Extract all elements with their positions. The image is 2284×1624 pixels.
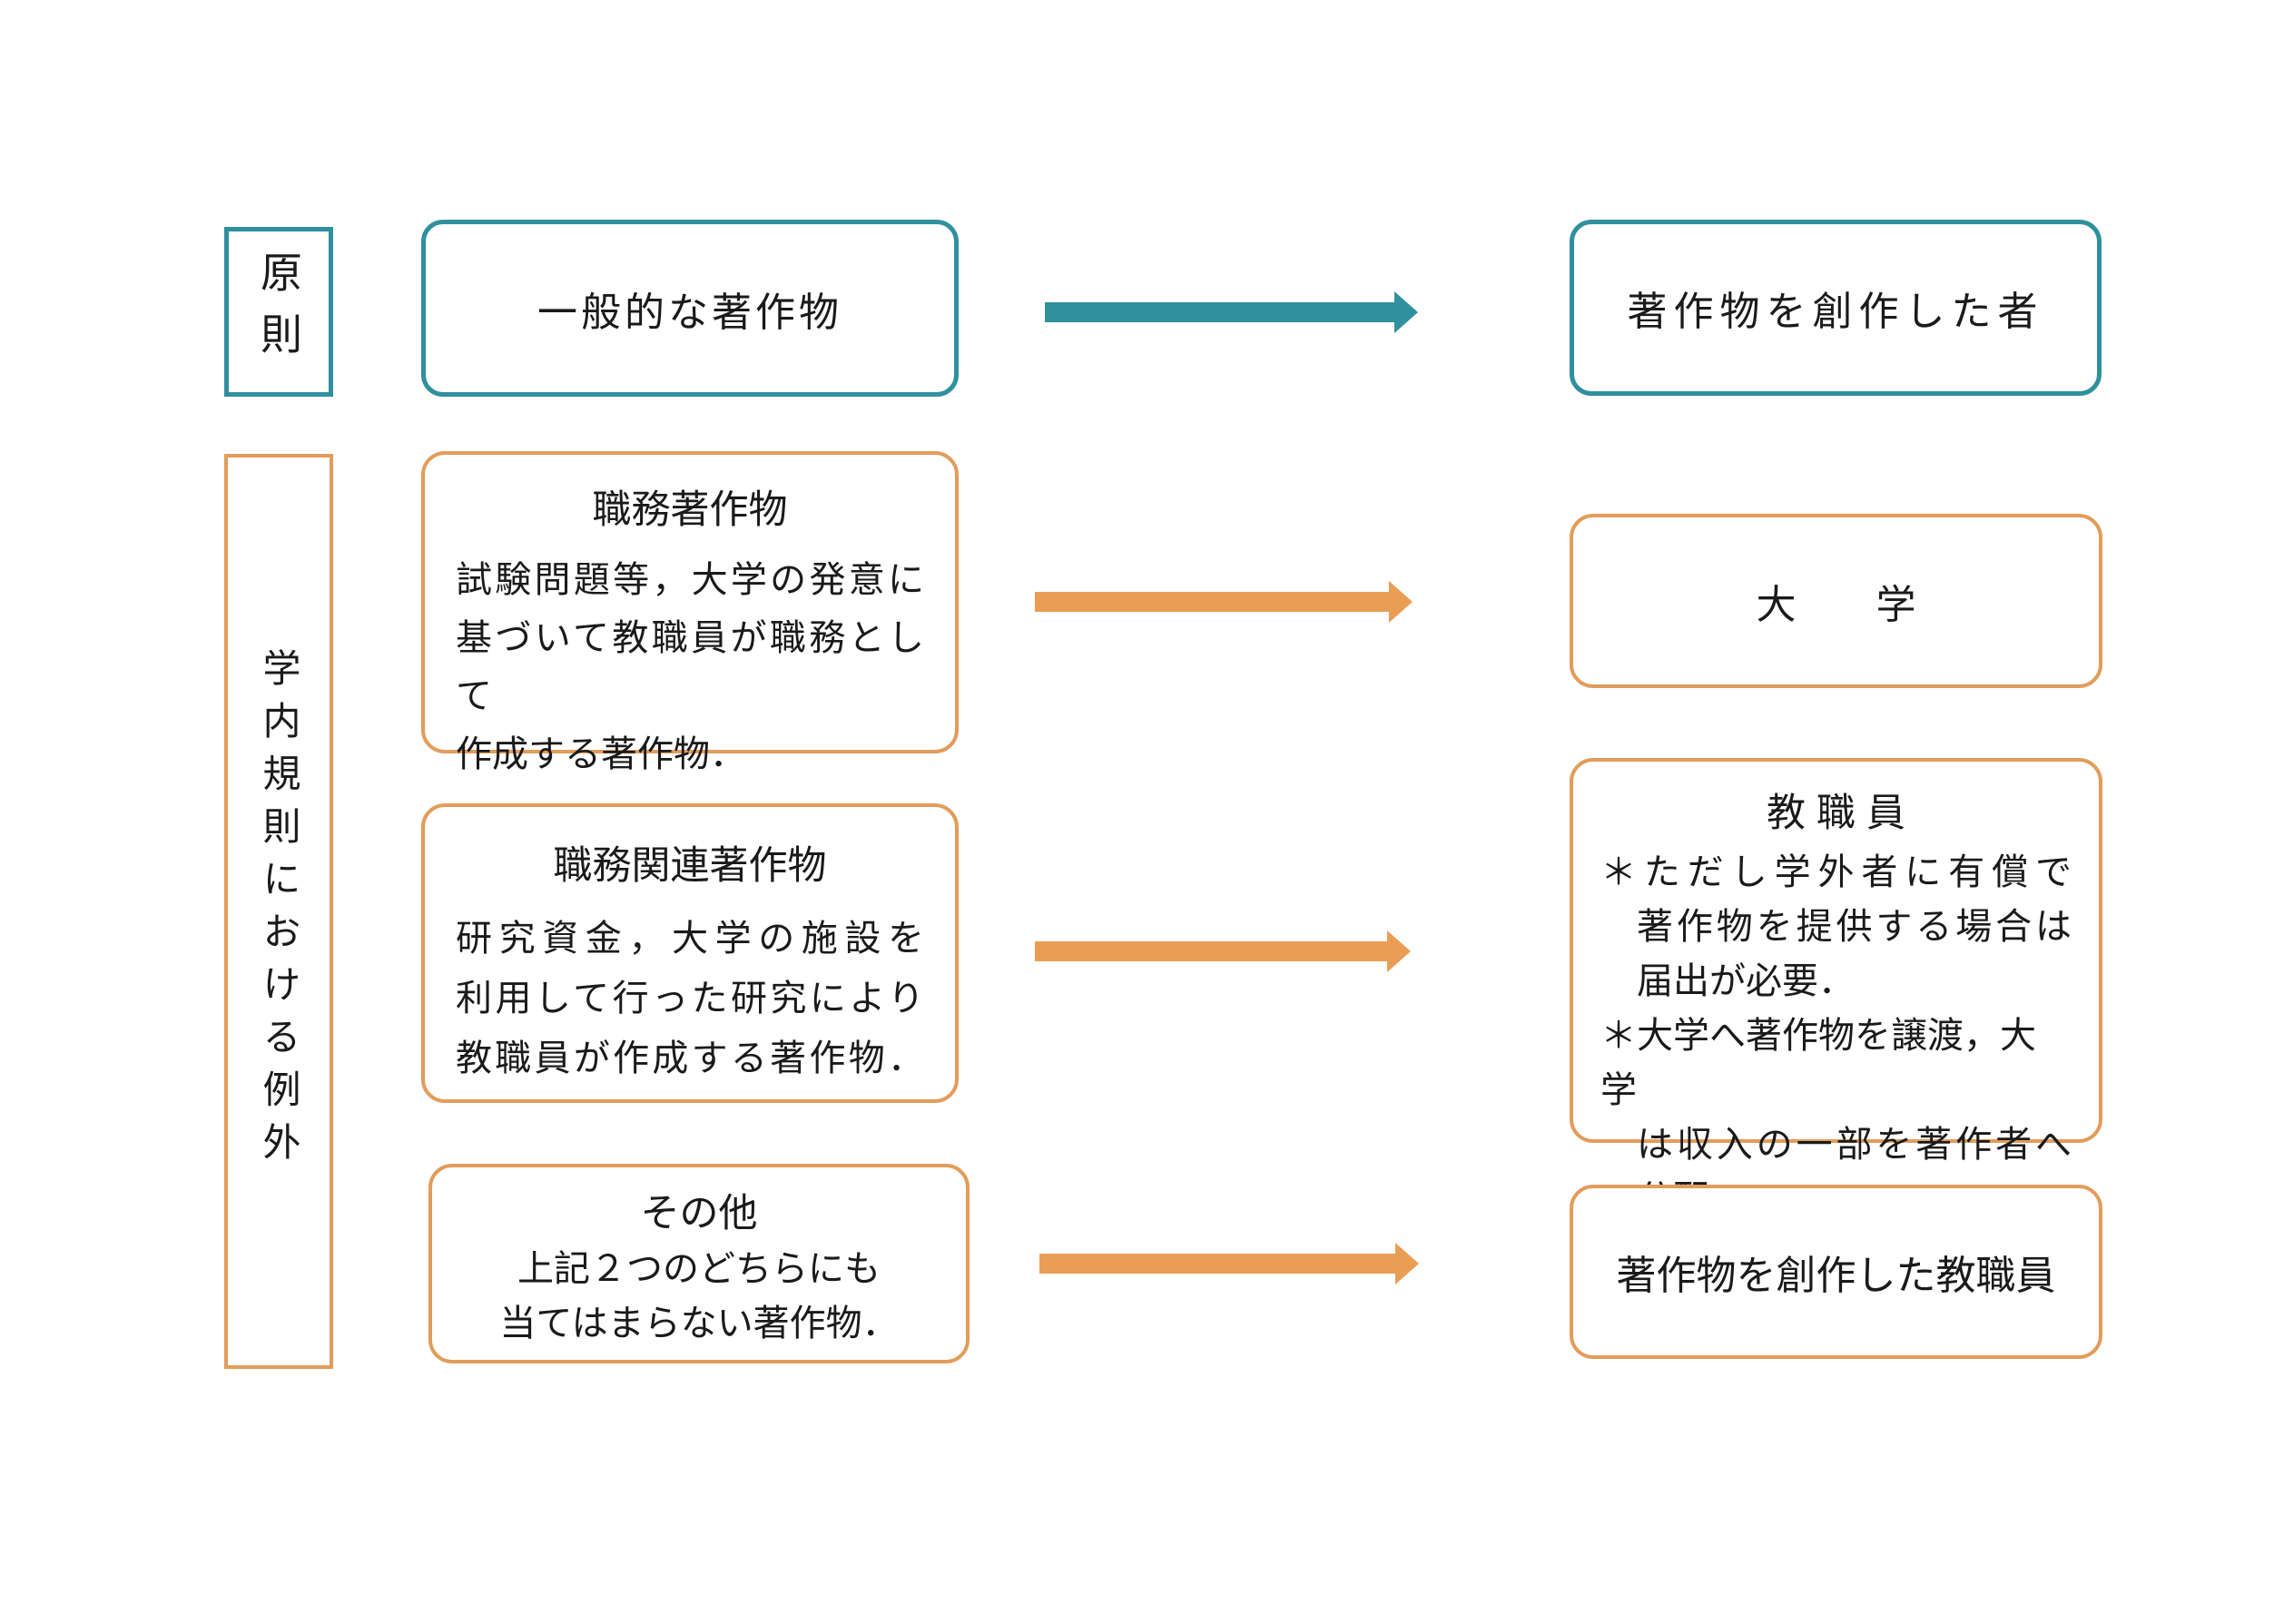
creating-staff-label: 著作物を創作した教職員 — [1616, 1254, 2056, 1298]
arrow-head — [1387, 930, 1411, 972]
work-related-right-arrow-icon — [1035, 930, 1411, 972]
work-for-hire-body-line: 作成する著作物． — [456, 734, 746, 774]
work-related-title: 職務関連著作物 — [553, 844, 827, 888]
university-box: 大 学 — [1570, 514, 2102, 688]
work-related-box: 職務関連著作物 研究資金，大学の施設を 利用して行った研究により 教職員が作成す… — [421, 803, 959, 1103]
staff-title: 教 職 員 — [1767, 792, 1905, 835]
principle-row-label: 原則 — [255, 250, 302, 374]
exception-section-label: 学内規則における例外 — [258, 648, 300, 1175]
work-creator-box: 著作物を創作した者 — [1570, 220, 2102, 396]
arrow-head — [1389, 581, 1413, 623]
staff-note-line: 著作物を提供する場合は — [1637, 907, 2072, 947]
staff-note-line: 届出が必要． — [1637, 961, 1855, 1001]
work-creator-label: 著作物を創作した者 — [1627, 290, 2044, 334]
staff-box: 教 職 員 ＊ただし学外者に有償で 著作物を提供する場合は 届出が必要． ＊大学… — [1570, 758, 2102, 1219]
university-label: 大 学 — [1756, 583, 1916, 627]
arrow-shaft — [1035, 592, 1389, 612]
arrow-shaft — [1045, 302, 1394, 322]
other-works-body-line: 上記２つのどちらにも — [517, 1249, 881, 1289]
other-works-title: その他 — [640, 1192, 758, 1235]
staff-note: ＊ただし学外者に有償で 著作物を提供する場合は 届出が必要． — [1600, 845, 2072, 1009]
other-works-body-line: 当てはまらない著作物． — [499, 1304, 899, 1343]
staff-note-line: ＊ただし学外者に有償で — [1600, 852, 2072, 892]
arrow-head — [1394, 291, 1418, 333]
general-work-box: 一般的な著作物 — [421, 220, 959, 397]
arrow-shaft — [1039, 1254, 1395, 1274]
work-related-body-line: 利用して行った研究により — [456, 979, 924, 1019]
work-for-hire-right-arrow-icon — [1035, 581, 1413, 623]
principle-row-label-box: 原則 — [224, 227, 333, 397]
creating-staff-box: 著作物を創作した教職員 — [1570, 1185, 2102, 1359]
other-works-box: その他 上記２つのどちらにも 当てはまらない著作物． — [428, 1164, 970, 1363]
work-for-hire-body-line: 試験問題等，大学の発意に — [456, 560, 924, 600]
work-for-hire-box: 職務著作物 試験問題等，大学の発意に 基づいて教職員が職務として 作成する著作物… — [421, 451, 959, 774]
exception-section-label-box: 学内規則における例外 — [224, 454, 333, 1369]
work-related-body-line: 研究資金，大学の施設を — [456, 919, 924, 959]
principle-right-arrow-icon — [1045, 291, 1418, 333]
general-work-label: 一般的な著作物 — [537, 290, 842, 335]
work-for-hire-title: 職務著作物 — [592, 488, 788, 532]
work-for-hire-body-line: 基づいて教職員が職務として — [456, 618, 924, 716]
work-related-body-line: 教職員が作成する著作物． — [456, 1038, 924, 1078]
other-works-right-arrow-icon — [1039, 1243, 1419, 1284]
arrow-head — [1395, 1243, 1419, 1284]
staff-note-line: は収入の一部を著作者へ — [1637, 1125, 2072, 1165]
staff-note-line: ＊大学へ著作物を譲渡，大学 — [1600, 1016, 2036, 1110]
arrow-shaft — [1035, 941, 1387, 961]
